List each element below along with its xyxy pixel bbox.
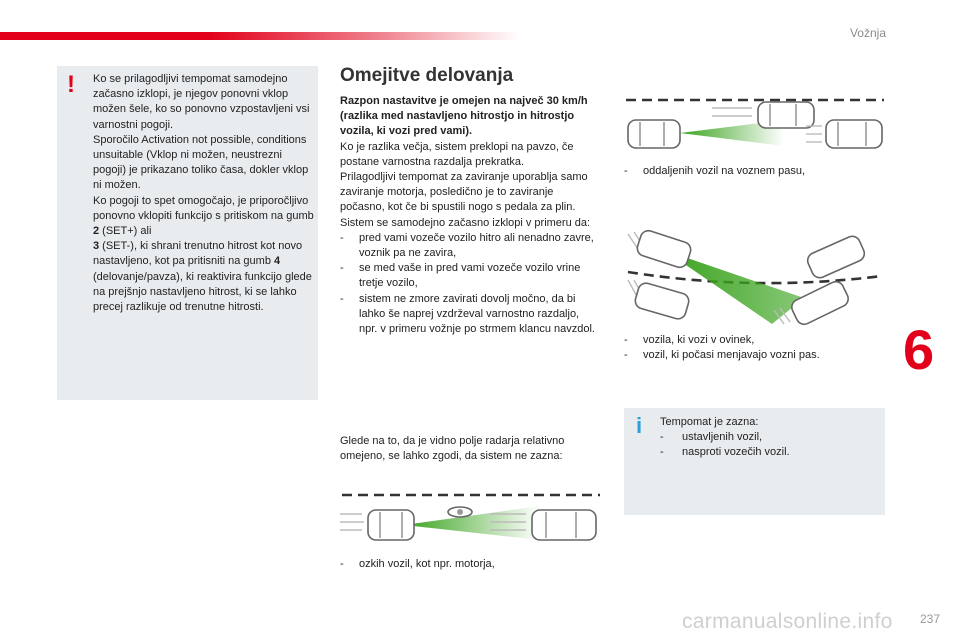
list-item: vozil, ki počasi menjavajo vozni pas. <box>624 348 884 363</box>
caption-list: ozkih vozil, kot npr. motorja, <box>340 557 495 572</box>
caption-list: oddaljenih vozil na voznem pasu, <box>624 164 884 179</box>
motorcycle-illustration <box>340 493 600 541</box>
warning-text-span: Ko pogoji to spet omogočajo, je priporoč… <box>93 194 314 222</box>
button-ref: 2 <box>93 225 100 238</box>
list-item: nasproti vozečih vozil. <box>660 445 880 460</box>
warning-text-span: (delovanje/pavza), ki reaktivira funkcij… <box>93 270 312 314</box>
caption-curve: vozila, ki vozi v ovinek, vozil, ki poča… <box>624 333 884 364</box>
warning-paragraph: Sporočilo Activation not possible, condi… <box>93 133 309 192</box>
main-text: Razpon nastavitve je omejen na največ 30… <box>340 94 598 337</box>
watermark: carmanualsonline.info <box>682 610 893 633</box>
page-title: Omejitve delovanja <box>340 65 514 86</box>
condition-list: pred vami vozeče vozilo hitro ali nenadn… <box>340 231 598 337</box>
caption-lane: oddaljenih vozil na voznem pasu, <box>624 164 884 179</box>
list-item: vozila, ki vozi v ovinek, <box>624 333 884 348</box>
info-text: Tempomat je zazna: ustavljenih vozil, na… <box>660 415 880 461</box>
list-item: ozkih vozil, kot npr. motorja, <box>340 557 495 572</box>
info-title: Tempomat je zazna: <box>660 416 759 428</box>
warning-exclamation-icon: ! <box>67 71 75 98</box>
button-ref: 3 <box>93 240 100 253</box>
curve-illustration <box>627 229 883 326</box>
caption-list: vozila, ki vozi v ovinek, vozil, ki poča… <box>624 333 884 364</box>
warning-box <box>57 66 318 400</box>
paragraph: Sistem se samodejno začasno izklopi v pr… <box>340 216 591 229</box>
list-item: pred vami vozeče vozilo hitro ali nenadn… <box>340 231 598 261</box>
button-ref: 4 <box>274 255 281 268</box>
info-box <box>624 408 885 515</box>
intro-bold: Razpon nastavitve je omejen na največ 30… <box>340 95 588 138</box>
section-title: Vožnja <box>849 26 886 40</box>
paragraph: Ko je razlika večja, sistem preklopi na … <box>340 140 574 168</box>
warning-paragraph: Ko se prilagodljivi tempomat samodejno z… <box>93 73 310 131</box>
caption-motorcycle: ozkih vozil, kot npr. motorja, <box>340 557 495 572</box>
page-number: 237 <box>919 612 940 626</box>
list-item: se med vaše in pred vami vozeče vozilo v… <box>340 261 598 291</box>
warning-paragraph: Ko pogoji to spet omogočajo, je priporoč… <box>93 194 315 316</box>
info-icon: i <box>636 413 643 438</box>
list-item: sistem ne zmore zavirati dovolj močno, d… <box>340 292 598 338</box>
warning-text-span: (SET-), ki shrani trenutno hitrost kot n… <box>93 240 303 268</box>
header-accent-bar <box>0 32 520 40</box>
radar-text: Glede na to, da je vidno polje radarja r… <box>340 435 565 463</box>
paragraph: Prilagodljivi tempomat za zaviranje upor… <box>340 171 588 214</box>
chapter-number: 6 <box>903 318 935 381</box>
info-list: ustavljenih vozil, nasproti vozečih vozi… <box>660 430 880 461</box>
warning-text: Ko se prilagodljivi tempomat samodejno z… <box>93 72 315 315</box>
lane-illustration <box>626 98 884 149</box>
list-item: ustavljenih vozil, <box>660 430 880 445</box>
warning-text-span: (SET+) ali <box>99 225 152 238</box>
list-item: oddaljenih vozil na voznem pasu, <box>624 164 884 179</box>
